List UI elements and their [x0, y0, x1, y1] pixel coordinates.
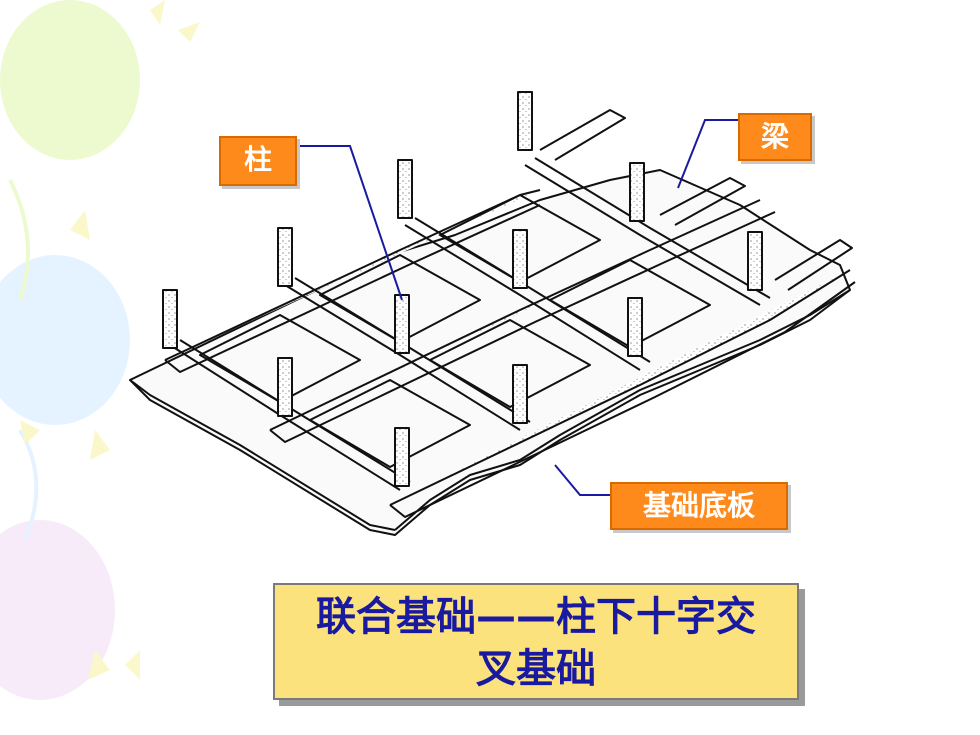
beam-col-3 [404, 224, 641, 371]
beam-leader-line [677, 119, 738, 189]
caption-line-2: 叉基础 [476, 646, 596, 692]
column-leader-line [293, 145, 403, 301]
base-slab-label: 基础底板 [610, 482, 788, 530]
leader-lines [293, 119, 738, 496]
slab-leader-line [554, 464, 610, 496]
beam-label: 梁 [738, 113, 812, 161]
beam-col-2 [284, 284, 521, 431]
beam-col-4 [524, 164, 761, 306]
beam-row-2 [269, 199, 761, 431]
columns [162, 91, 763, 487]
caption-line-1: 联合基础——柱下十字交 [316, 594, 756, 640]
beam-row-3 [389, 269, 851, 506]
caption-box: 联合基础——柱下十字交 叉基础 [273, 583, 799, 700]
column-label: 柱 [219, 136, 297, 186]
